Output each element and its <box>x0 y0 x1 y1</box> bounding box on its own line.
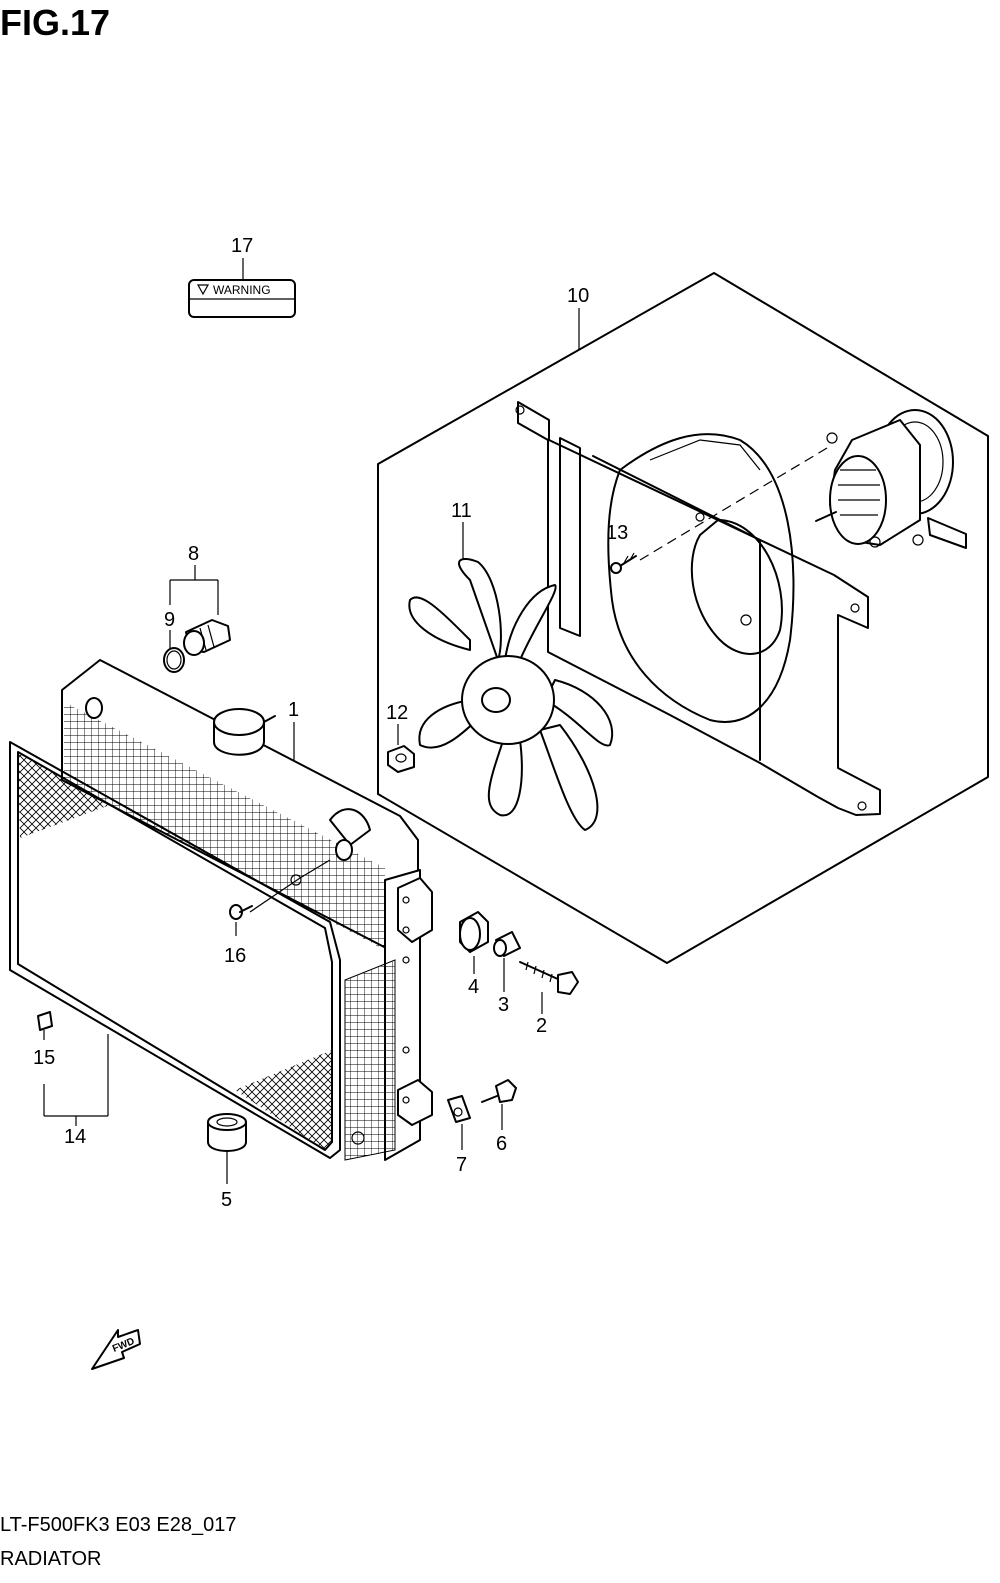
callout-13: 13 <box>606 522 628 544</box>
callout-6: 6 <box>496 1133 507 1155</box>
fan-motor <box>815 409 967 549</box>
mounting-collar <box>493 931 521 992</box>
model-code-caption: LT-F500FK3 E03 E28_017 <box>0 1514 237 1536</box>
callout-15: 15 <box>33 1047 55 1069</box>
forward-direction-arrow: FWD <box>91 1329 141 1370</box>
cooling-fan-blade <box>408 522 614 831</box>
fan-shroud <box>515 401 881 816</box>
warning-label-text: WARNING <box>213 283 271 297</box>
mounting-bolt <box>519 961 579 1014</box>
radiator-guard-screen <box>9 741 341 1159</box>
guard-screw <box>229 859 331 936</box>
section-name-caption: RADIATOR <box>0 1548 102 1570</box>
callout-2: 2 <box>536 1015 547 1037</box>
callout-3: 3 <box>498 994 509 1016</box>
radiator-core <box>61 659 433 1161</box>
callout-1: 1 <box>288 699 299 721</box>
fan-shroud-assembly-box <box>377 272 989 964</box>
callout-14: 14 <box>64 1126 86 1148</box>
callout-12: 12 <box>386 702 408 724</box>
callout-16: 16 <box>224 945 246 967</box>
callout-10: 10 <box>567 285 589 307</box>
warning-label-part: WARNING <box>188 258 296 318</box>
fan-nut <box>387 724 415 773</box>
callout-17: 17 <box>231 235 253 257</box>
lower-mount-rubber <box>207 1113 247 1184</box>
callout-7: 7 <box>456 1154 467 1176</box>
motor-screw <box>610 552 637 574</box>
bracket-bolt <box>481 1079 517 1130</box>
callout-4: 4 <box>468 976 479 998</box>
drain-plug-and-gasket <box>163 565 231 673</box>
figure-title: FIG.17 <box>0 2 111 43</box>
callout-11: 11 <box>451 500 472 522</box>
clip-nut <box>447 1095 471 1150</box>
callout-9: 9 <box>164 609 175 631</box>
mounting-grommet <box>459 911 489 974</box>
callout-labels: 17 10 11 13 12 8 9 1 16 4 3 2 15 14 6 7 … <box>33 235 628 1211</box>
callout-5: 5 <box>221 1189 232 1211</box>
callout-8: 8 <box>188 543 199 565</box>
